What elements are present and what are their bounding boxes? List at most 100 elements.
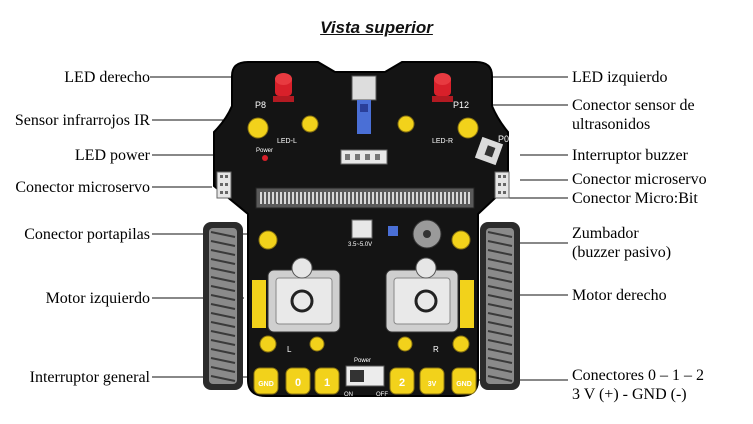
wheel-tread bbox=[487, 267, 513, 274]
pin-pad-shape bbox=[419, 367, 445, 395]
label-interruptor-general: Interruptor general bbox=[29, 369, 150, 386]
wheel-tread bbox=[210, 357, 236, 364]
silkscreen-p2: P2 bbox=[216, 202, 227, 212]
pin-pad-4: 3V bbox=[419, 367, 445, 395]
wheel-tread bbox=[487, 303, 513, 310]
microbit-slot bbox=[280, 192, 282, 204]
microbit-slot bbox=[380, 192, 382, 204]
microbit-slot bbox=[420, 192, 422, 204]
microbit-slot bbox=[392, 192, 394, 204]
silkscreen-p8: P8 bbox=[255, 100, 266, 110]
microbit-slot bbox=[400, 192, 402, 204]
microbit-slot bbox=[276, 192, 278, 204]
wheel-tread bbox=[487, 276, 513, 283]
microbit-slot bbox=[296, 192, 298, 204]
microbit-slot bbox=[432, 192, 434, 204]
wheel-tread bbox=[210, 339, 236, 346]
microbit-slot bbox=[288, 192, 290, 204]
microbit-edge-connector bbox=[255, 187, 475, 209]
silkscreen-power-led: Power bbox=[256, 148, 273, 154]
right-wheel bbox=[480, 222, 520, 390]
label-conector-ultrasonidos-line-1: Conector sensor de bbox=[572, 97, 695, 114]
pin-pad-1: 0 bbox=[285, 367, 311, 395]
pin-pad-2: 1 bbox=[314, 367, 340, 395]
microbit-slot bbox=[320, 192, 322, 204]
pin-pad-shape bbox=[451, 367, 477, 395]
microbit-slot bbox=[412, 192, 414, 204]
microbit-slot bbox=[284, 192, 286, 204]
led-derecho-component bbox=[273, 73, 294, 102]
silkscreen-power-switch: Power bbox=[354, 358, 371, 364]
microbit-slot bbox=[340, 192, 342, 204]
microbit-slot bbox=[304, 192, 306, 204]
pin-label: GND bbox=[258, 381, 274, 388]
microbit-slot bbox=[368, 192, 370, 204]
ir-sensor-component bbox=[351, 75, 377, 134]
wheel-tread bbox=[210, 348, 236, 355]
mounting-pads bbox=[247, 115, 479, 353]
microbit-slot bbox=[424, 192, 426, 204]
wheel-tread bbox=[487, 375, 513, 382]
wheel-tread bbox=[487, 258, 513, 265]
microbit-slot bbox=[324, 192, 326, 204]
ultrasonic-connector-component bbox=[340, 149, 388, 165]
wheel-tread bbox=[210, 375, 236, 382]
left-wheel bbox=[203, 222, 243, 390]
label-conector-ultrasonidos: Conector sensor de ultrasonidos bbox=[572, 96, 695, 134]
label-conector-microservo-izq: Conector microservo bbox=[15, 179, 150, 196]
microbit-slot bbox=[456, 192, 458, 204]
power-switch-component bbox=[345, 365, 385, 387]
microbit-slot bbox=[364, 192, 366, 204]
microbit-slot bbox=[408, 192, 410, 204]
pin-pad-3: 2 bbox=[389, 367, 415, 395]
label-conectores-pines: Conectores 0 – 1 – 2 3 V (+) - GND (-) bbox=[572, 366, 704, 404]
left-motor-component bbox=[252, 257, 341, 333]
wheel-tread bbox=[210, 231, 236, 238]
microbit-slot bbox=[264, 192, 266, 204]
wheel-tread bbox=[487, 285, 513, 292]
wheel-tread bbox=[487, 339, 513, 346]
battery-connector-component bbox=[351, 219, 398, 239]
label-conector-ultrasonidos-line-2: ultrasonidos bbox=[572, 116, 651, 133]
power-led-component bbox=[262, 155, 268, 161]
pin-label: GND bbox=[456, 381, 472, 388]
microbit-slot bbox=[452, 192, 454, 204]
label-motor-izquierdo: Motor izquierdo bbox=[45, 290, 150, 307]
microbit-slot bbox=[384, 192, 386, 204]
microbit-slot bbox=[464, 192, 466, 204]
buzzer-switch-component bbox=[474, 136, 504, 166]
pin-pad-5: GND bbox=[451, 367, 477, 395]
wheel-tread bbox=[487, 330, 513, 337]
label-conector-portapilas: Conector portapilas bbox=[24, 226, 150, 243]
microservo-connector-left bbox=[216, 171, 232, 199]
wheel-tread bbox=[210, 321, 236, 328]
microbit-slot bbox=[260, 192, 262, 204]
pin-pad-shape bbox=[314, 367, 340, 395]
label-zumbador: Zumbador (buzzer pasivo) bbox=[572, 224, 671, 262]
wheel-tread bbox=[210, 249, 236, 256]
microbit-slot bbox=[404, 192, 406, 204]
microbit-slot bbox=[416, 192, 418, 204]
microbit-slot bbox=[436, 192, 438, 204]
wheel-tread bbox=[210, 276, 236, 283]
microbit-slot bbox=[312, 192, 314, 204]
pin-pad-0: GND bbox=[253, 367, 279, 395]
pin-label: 3V bbox=[428, 381, 437, 388]
microbit-slot bbox=[308, 192, 310, 204]
microbit-slot bbox=[344, 192, 346, 204]
microbit-slot bbox=[460, 192, 462, 204]
microbit-slot bbox=[444, 192, 446, 204]
label-interruptor-buzzer: Interruptor buzzer bbox=[572, 147, 688, 164]
microbit-slot bbox=[332, 192, 334, 204]
label-sensor-ir: Sensor infrarrojos IR bbox=[14, 112, 150, 129]
wheel-tread bbox=[487, 357, 513, 364]
microbit-slot bbox=[316, 192, 318, 204]
silkscreen-p12: P12 bbox=[453, 100, 469, 110]
wheel-tread bbox=[210, 285, 236, 292]
microbit-slot bbox=[272, 192, 274, 204]
silkscreen-p0: P0 bbox=[498, 134, 509, 144]
microbit-slot bbox=[440, 192, 442, 204]
